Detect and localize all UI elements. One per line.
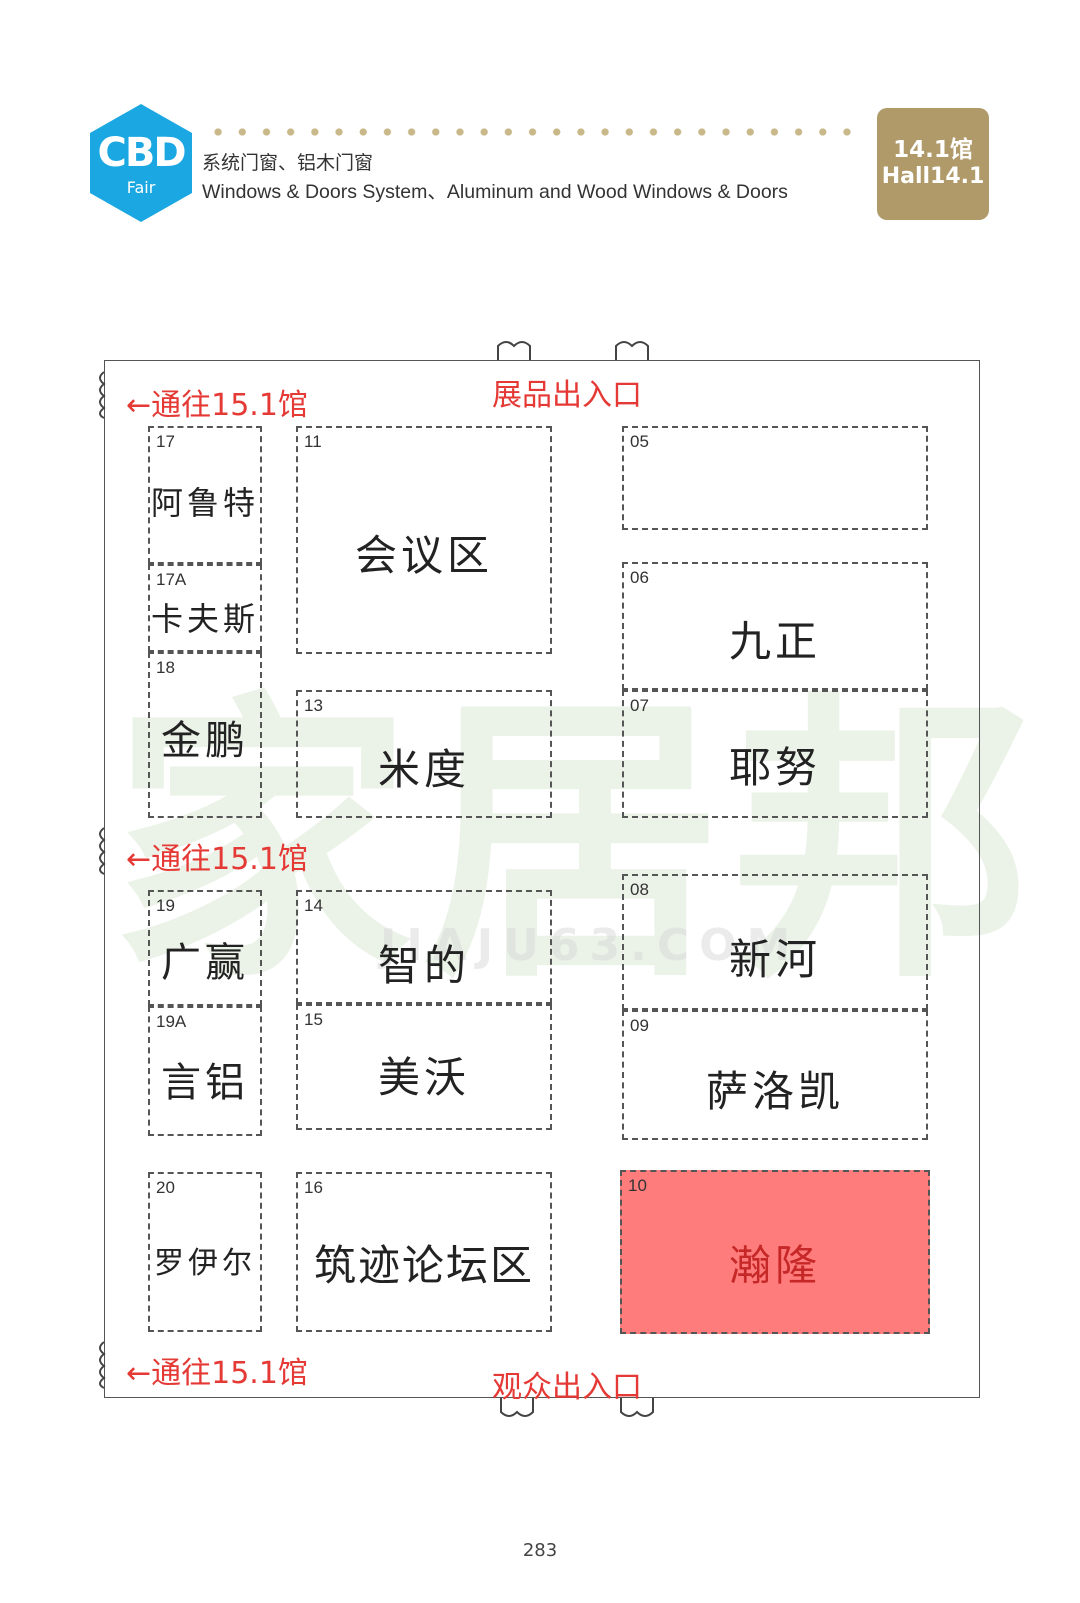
side-door-icon [99,827,106,875]
booth-number: 19A [156,1012,187,1031]
booth-17a[interactable]: 17A 卡夫斯 [148,564,262,652]
booth-number: 06 [630,568,649,587]
door-icon [500,1398,534,1417]
decorative-dot-line [206,128,858,136]
booth-exhibitor: 瀚隆 [728,1241,821,1290]
booth-number: 17 [156,432,175,451]
logo-text: CBD [97,130,186,176]
cbd-fair-logo: CBD Fair [88,102,194,224]
booth-07[interactable]: 07 耶努 [622,690,928,818]
hall-floor-plan [104,360,980,1398]
booth-exhibitor: 米度 [377,745,470,794]
booth-17[interactable]: 17 阿鲁特 [148,426,262,564]
booth-19[interactable]: 19 广赢 [148,890,262,1006]
booth-number: 13 [304,696,323,715]
booth-exhibitor: 九正 [728,617,821,666]
booth-number: 09 [630,1016,649,1035]
to-hall-15-1-label: ←通往15.1馆 [126,1356,308,1391]
booth-number: 14 [304,896,323,915]
booth-exhibitor: 美沃 [377,1053,470,1102]
booth-number: 08 [630,880,649,899]
door-icon [615,341,649,360]
hall-badge: 14.1馆 Hall14.1 [877,108,989,220]
booth-exhibitor: 言铝 [161,1060,249,1106]
booth-exhibitor: 筑迹论坛区 [313,1241,534,1290]
booth-18[interactable]: 18 金鹏 [148,652,262,818]
hall-label-en: Hall14.1 [881,164,985,189]
booth-exhibitor: 卡夫斯 [150,600,259,638]
side-door-icon [99,1341,106,1389]
booth-08[interactable]: 08 新河 [622,874,928,1010]
booth-number: 17A [156,570,187,589]
booth-06[interactable]: 06 九正 [622,562,928,690]
booth-number: 16 [304,1178,323,1197]
booth-11[interactable]: 11 会议区 [296,426,552,654]
booth-15[interactable]: 15 美沃 [296,1004,552,1130]
side-door-icon [99,371,106,419]
booth-16[interactable]: 16 筑迹论坛区 [296,1172,552,1332]
exhibit-entrance-label: 展品出入口 [492,378,642,413]
booth-10-highlighted[interactable]: 10 瀚隆 [620,1170,930,1334]
watermark-sub: JIAJU63.COM [380,920,801,971]
booth-exhibitor: 耶努 [728,743,821,792]
booth-13[interactable]: 13 米度 [296,690,552,818]
visitor-entrance-label: 观众出入口 [492,1370,642,1405]
door-icon [497,341,531,360]
watermark: 家居邦 [112,669,1042,1018]
booth-number: 18 [156,658,175,677]
booth-number: 20 [156,1178,175,1197]
booth-number: 05 [630,432,649,451]
category-title-en: Windows & Doors System、Aluminum and Wood… [202,181,788,203]
booth-exhibitor: 萨洛凯 [705,1067,844,1116]
booth-exhibitor: 阿鲁特 [150,484,259,522]
booth-exhibitor: 广赢 [161,940,249,986]
hall-label-cn: 14.1馆 [893,137,973,163]
booth-exhibitor: 会议区 [354,531,493,580]
booth-05[interactable]: 05 [622,426,928,530]
category-title-cn: 系统门窗、铝木门窗 [202,152,374,174]
booth-number: 07 [630,696,649,715]
booth-number: 15 [304,1010,323,1029]
page-number: 283 [522,1540,558,1561]
to-hall-15-1-label: ←通往15.1馆 [126,388,308,423]
booth-exhibitor: 金鹏 [161,718,249,764]
booth-exhibitor: 罗伊尔 [154,1246,256,1281]
to-hall-15-1-label: ←通往15.1馆 [126,842,308,877]
booth-09[interactable]: 09 萨洛凯 [622,1010,928,1140]
door-icon [620,1398,654,1417]
booth-14[interactable]: 14 智的 [296,890,552,1004]
booth-19a[interactable]: 19A 言铝 [148,1006,262,1136]
booth-number: 10 [628,1176,647,1195]
booth-exhibitor: 新河 [728,935,821,984]
booth-number: 19 [156,896,175,915]
logo-sub-text: Fair [126,178,156,197]
booth-20[interactable]: 20 罗伊尔 [148,1172,262,1332]
booth-number: 11 [304,432,322,451]
booth-exhibitor: 智的 [377,941,470,990]
